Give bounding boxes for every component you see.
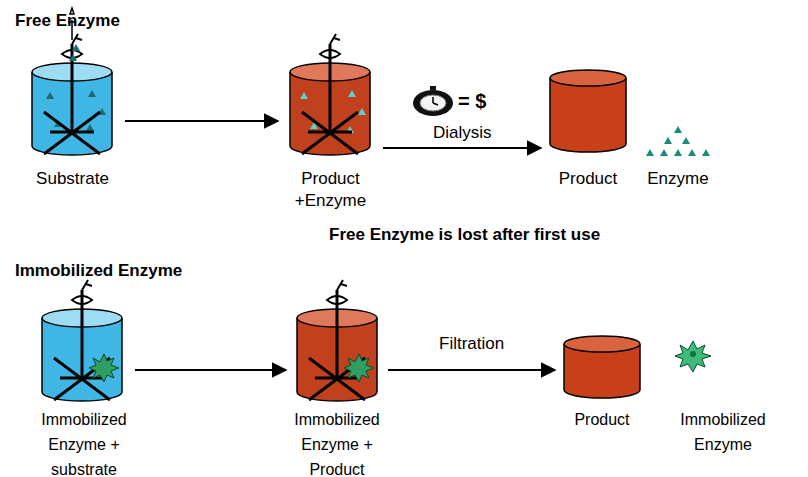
node-label-box: Immobilized Enzyme + Product	[291, 407, 383, 477]
beaker-node: Enzyme	[640, 120, 716, 190]
section-heading: Free Enzyme	[15, 11, 120, 31]
flow-arrow	[383, 147, 541, 149]
node-label-box: Immobilized Enzyme	[677, 407, 769, 457]
flow-arrow	[125, 120, 278, 122]
cost-label: = $	[458, 90, 486, 113]
node-label: Substrate	[36, 168, 109, 190]
beaker-node: Product	[560, 332, 644, 432]
node-label: Product +Enzyme	[283, 168, 378, 212]
node-label: Product	[559, 168, 618, 190]
node-label: Immobilized Enzyme + Product	[291, 407, 383, 477]
beaker-node: Product +Enzyme	[283, 35, 378, 212]
section-heading: Immobilized Enzyme	[15, 261, 182, 281]
flow-arrow	[388, 369, 555, 371]
node-label: Product	[574, 407, 629, 432]
beaker-node: Immobilized Enzyme + Product	[291, 290, 383, 477]
edge-label: Dialysis	[430, 123, 495, 143]
node-label-box: Enzyme	[640, 168, 716, 190]
node-label-box: Product +Enzyme	[283, 168, 378, 212]
node-label: Immobilized Enzyme	[677, 407, 769, 457]
node-label-box: Immobilized Enzyme + substrate	[38, 407, 130, 477]
node-label: Enzyme	[647, 168, 708, 190]
node-label-box: Product	[560, 407, 644, 432]
flow-arrow	[135, 369, 286, 371]
beaker-node: Substrate	[25, 35, 120, 190]
beaker-node: Immobilized Enzyme + substrate	[38, 290, 130, 477]
note-text: Free Enzyme is lost after first use	[329, 225, 600, 245]
node-label: Immobilized Enzyme + substrate	[38, 407, 130, 477]
node-label-box: Product	[546, 168, 630, 190]
beaker-node: Product	[546, 62, 630, 190]
node-label-box: Substrate	[25, 168, 120, 190]
edge-label: Filtration	[436, 334, 507, 354]
beaker-node: Immobilized Enzyme	[677, 330, 769, 457]
